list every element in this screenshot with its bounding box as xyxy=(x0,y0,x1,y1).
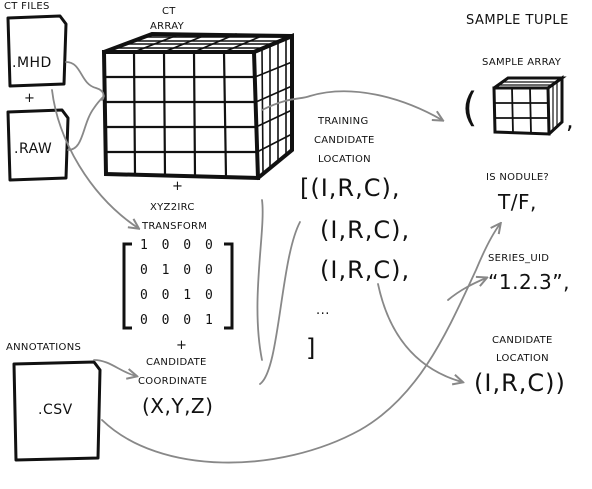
coordinate-label: COORDINATE xyxy=(138,376,208,387)
ct-files-heading: CT FILES xyxy=(4,1,50,12)
matrix-row-3: 0 0 1 0 xyxy=(140,288,216,303)
tuple-open-paren: ( xyxy=(462,85,478,131)
irc-list-ellipsis: ... xyxy=(316,303,330,318)
matrix-row-4: 0 0 0 1 xyxy=(140,313,216,328)
transform-label: TRANSFORM xyxy=(142,221,208,232)
annotations-heading: ANNOTATIONS xyxy=(6,342,82,353)
irc-list-row-3: (I,R,C), xyxy=(320,256,411,284)
matrix-row-1: 1 0 0 0 xyxy=(140,238,216,253)
sample-array-comma: , xyxy=(566,106,575,134)
csv-file-label: .CSV xyxy=(38,402,73,418)
irc-list-row-1: [(I,R,C), xyxy=(300,174,401,202)
xyz-tuple: (X,Y,Z) xyxy=(142,394,214,418)
matrix-row-2: 0 1 0 0 xyxy=(140,263,216,278)
transform-matrix-brackets xyxy=(122,242,234,330)
sample-array-label: SAMPLE ARRAY xyxy=(482,57,562,68)
plus-sign: + xyxy=(172,179,184,194)
is-nodule-value: T/F, xyxy=(498,190,537,214)
irc-list-row-2: (I,R,C), xyxy=(320,216,411,244)
flow-arrows xyxy=(51,61,500,464)
location-label: LOCATION xyxy=(318,154,371,165)
ct-array-label-line1: CT xyxy=(162,6,176,17)
is-nodule-label: IS NODULE? xyxy=(486,172,550,183)
ct-array-cube-icon xyxy=(101,31,294,181)
candidate-label: CANDIDATE xyxy=(314,135,375,146)
plus-sign: + xyxy=(24,91,36,106)
sample-tuple-heading: SAMPLE TUPLE xyxy=(466,13,569,28)
training-label: TRAINING xyxy=(318,116,369,127)
irc-list-close-bracket: ] xyxy=(306,334,317,362)
ct-array-label-line2: ARRAY xyxy=(150,21,185,32)
raw-file-label: .RAW xyxy=(14,141,53,157)
mhd-file-icon xyxy=(6,14,68,88)
candidate-label: CANDIDATE xyxy=(146,357,207,368)
xyz2irc-label: XYZ2IRC xyxy=(150,202,195,213)
raw-file-icon xyxy=(6,108,70,182)
series-uid-value: “1.2.3”, xyxy=(488,270,570,294)
candidate-location-label-line1: CANDIDATE xyxy=(492,335,553,346)
sample-array-cube-icon xyxy=(492,75,567,136)
candidate-location-label-line2: LOCATION xyxy=(496,353,549,364)
series-uid-label: SERIES_UID xyxy=(488,253,550,264)
csv-file-icon xyxy=(12,360,102,462)
plus-sign: + xyxy=(176,338,188,353)
candidate-location-value: (I,R,C)) xyxy=(474,369,566,397)
mhd-file-label: .MHD xyxy=(12,55,52,71)
